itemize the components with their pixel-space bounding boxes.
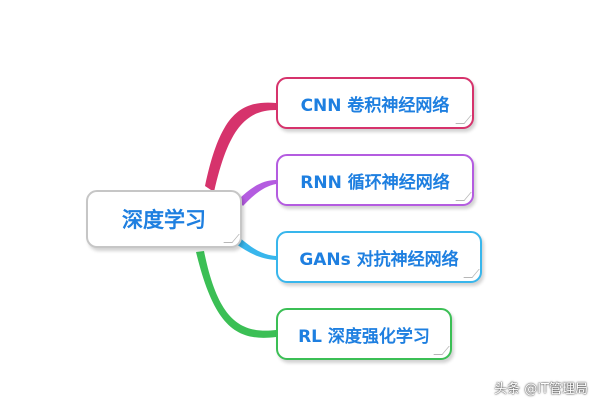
connector-cnn (205, 102, 276, 192)
child-node-rnn[interactable]: RNN 循环神经网络 (276, 154, 474, 206)
connector-gans (236, 238, 276, 260)
connector-rnn (238, 180, 276, 206)
child-node-gans[interactable]: GANs 对抗神经网络 (276, 231, 482, 283)
child-node-cnn[interactable]: CNN 卷积神经网络 (276, 77, 474, 129)
child-node-label: RNN 循环神经网络 (300, 172, 450, 193)
connector-rl (196, 251, 276, 338)
root-node-label: 深度学习 (122, 208, 206, 232)
node-corner-mark (455, 115, 472, 124)
node-corner-mark (463, 269, 480, 278)
node-corner-mark (455, 192, 472, 201)
child-node-rl[interactable]: RL 深度强化学习 (276, 308, 452, 360)
node-corner-mark (223, 234, 240, 243)
node-corner-mark (433, 346, 450, 355)
root-node[interactable]: 深度学习 (86, 190, 242, 248)
child-node-label: CNN 卷积神经网络 (300, 95, 450, 116)
watermark: 头条 @IT管理局 (494, 382, 588, 397)
child-node-label: RL 深度强化学习 (298, 326, 430, 347)
child-node-label: GANs 对抗神经网络 (299, 249, 459, 270)
